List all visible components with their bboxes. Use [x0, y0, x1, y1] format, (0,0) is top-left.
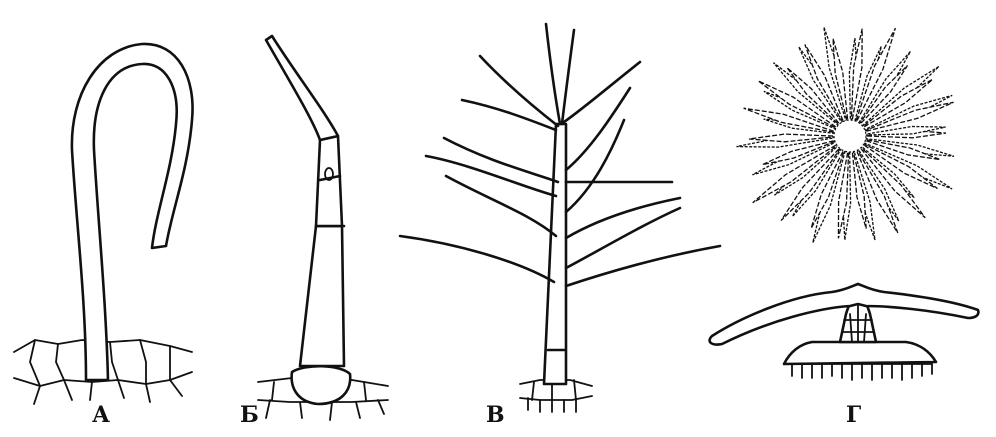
- figure-b-label: Б: [240, 404, 259, 426]
- figure-c-branched-hair: [400, 24, 720, 412]
- figure-d-label: Г: [846, 404, 861, 426]
- figure-d-stellate-hair-top-view: [737, 27, 955, 243]
- figure-c-stem: [544, 124, 566, 384]
- stellate-ray: [749, 134, 840, 142]
- figure-a-simple-hair: [14, 44, 193, 404]
- stellate-center: [834, 120, 866, 152]
- figure-a-label: А: [92, 404, 110, 426]
- figure-b-stalk-cells: [300, 226, 344, 366]
- figure-b-terminal-cell: [266, 36, 338, 140]
- figure-a-hair: [72, 44, 193, 380]
- figure-d-scale-hair-side-view: [710, 284, 979, 380]
- figure-c-label: В: [486, 404, 505, 426]
- figure-b-basal-cell: [292, 366, 351, 404]
- figure-b-multicellular-hair: [258, 36, 388, 420]
